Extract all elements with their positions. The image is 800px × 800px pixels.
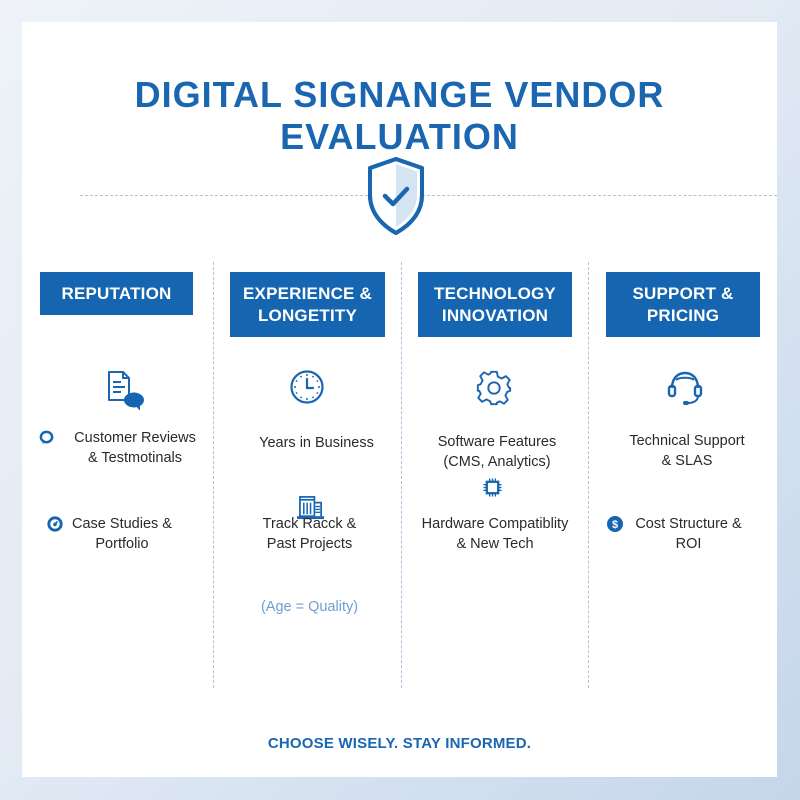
header-text: PRICING [646, 305, 720, 325]
building-icon [297, 496, 325, 520]
item-cost-structure: Cost Structure & ROI [635, 516, 742, 552]
item-case-studies: Case Studies & Portfolio [72, 516, 172, 552]
chip-icon [483, 478, 502, 497]
title-divider-left [80, 195, 378, 196]
svg-text:$: $ [612, 519, 618, 531]
item-customer-reviews: Customer Reviews & Testmotinals [74, 430, 196, 466]
column-header-technology: TECHNOLOGY INNOVATION [418, 272, 572, 337]
page-title: DIGITAL SIGNANGE VENDOR EVALUATION [22, 74, 777, 158]
header-text: EXPERIENCE & [243, 283, 372, 303]
infographic-card: DIGITAL SIGNANGE VENDOR EVALUATION REPUT… [22, 22, 777, 777]
shield-check-icon [368, 157, 424, 235]
column-header-experience: EXPERIENCE & LONGETITY [230, 272, 385, 337]
item-years-in-business: Years in Business [259, 435, 374, 451]
clock-icon [290, 370, 324, 404]
header-text: TECHNOLOGY [434, 283, 556, 303]
item-technical-support: Technical Support & SLAS [629, 433, 745, 469]
dollar-circle-icon: $ [607, 516, 623, 532]
title-line-2: EVALUATION [280, 116, 519, 157]
header-text: REPUTATION [61, 283, 172, 303]
item-hardware-compatibility: Hardware Compatiblity & New Tech [421, 516, 569, 552]
item-track-record: Track Racck & Past Projects [262, 516, 357, 552]
age-quality-note: (Age = Quality) [260, 599, 359, 615]
footer-tagline: CHOOSE WISELY. STAY INFORMED. [267, 735, 532, 752]
item-software-features: Software Features (CMS, Analytics) [437, 434, 557, 470]
chat-bubble-icon [39, 430, 54, 445]
header-text: INNOVATION [441, 305, 549, 325]
column-divider [401, 262, 402, 688]
headset-icon [667, 371, 703, 405]
gear-icon [476, 370, 512, 406]
column-divider [588, 262, 589, 688]
column-header-reputation: REPUTATION [40, 272, 193, 315]
column-divider [213, 262, 214, 688]
title-divider-right [422, 195, 777, 196]
title-line-1: DIGITAL SIGNANGE VENDOR [134, 74, 665, 115]
column-header-support: SUPPORT & PRICING [606, 272, 760, 337]
header-text: LONGETITY [257, 305, 358, 325]
target-circle-icon [47, 516, 63, 532]
document-chat-icon [108, 371, 144, 410]
header-text: SUPPORT & [632, 283, 734, 303]
